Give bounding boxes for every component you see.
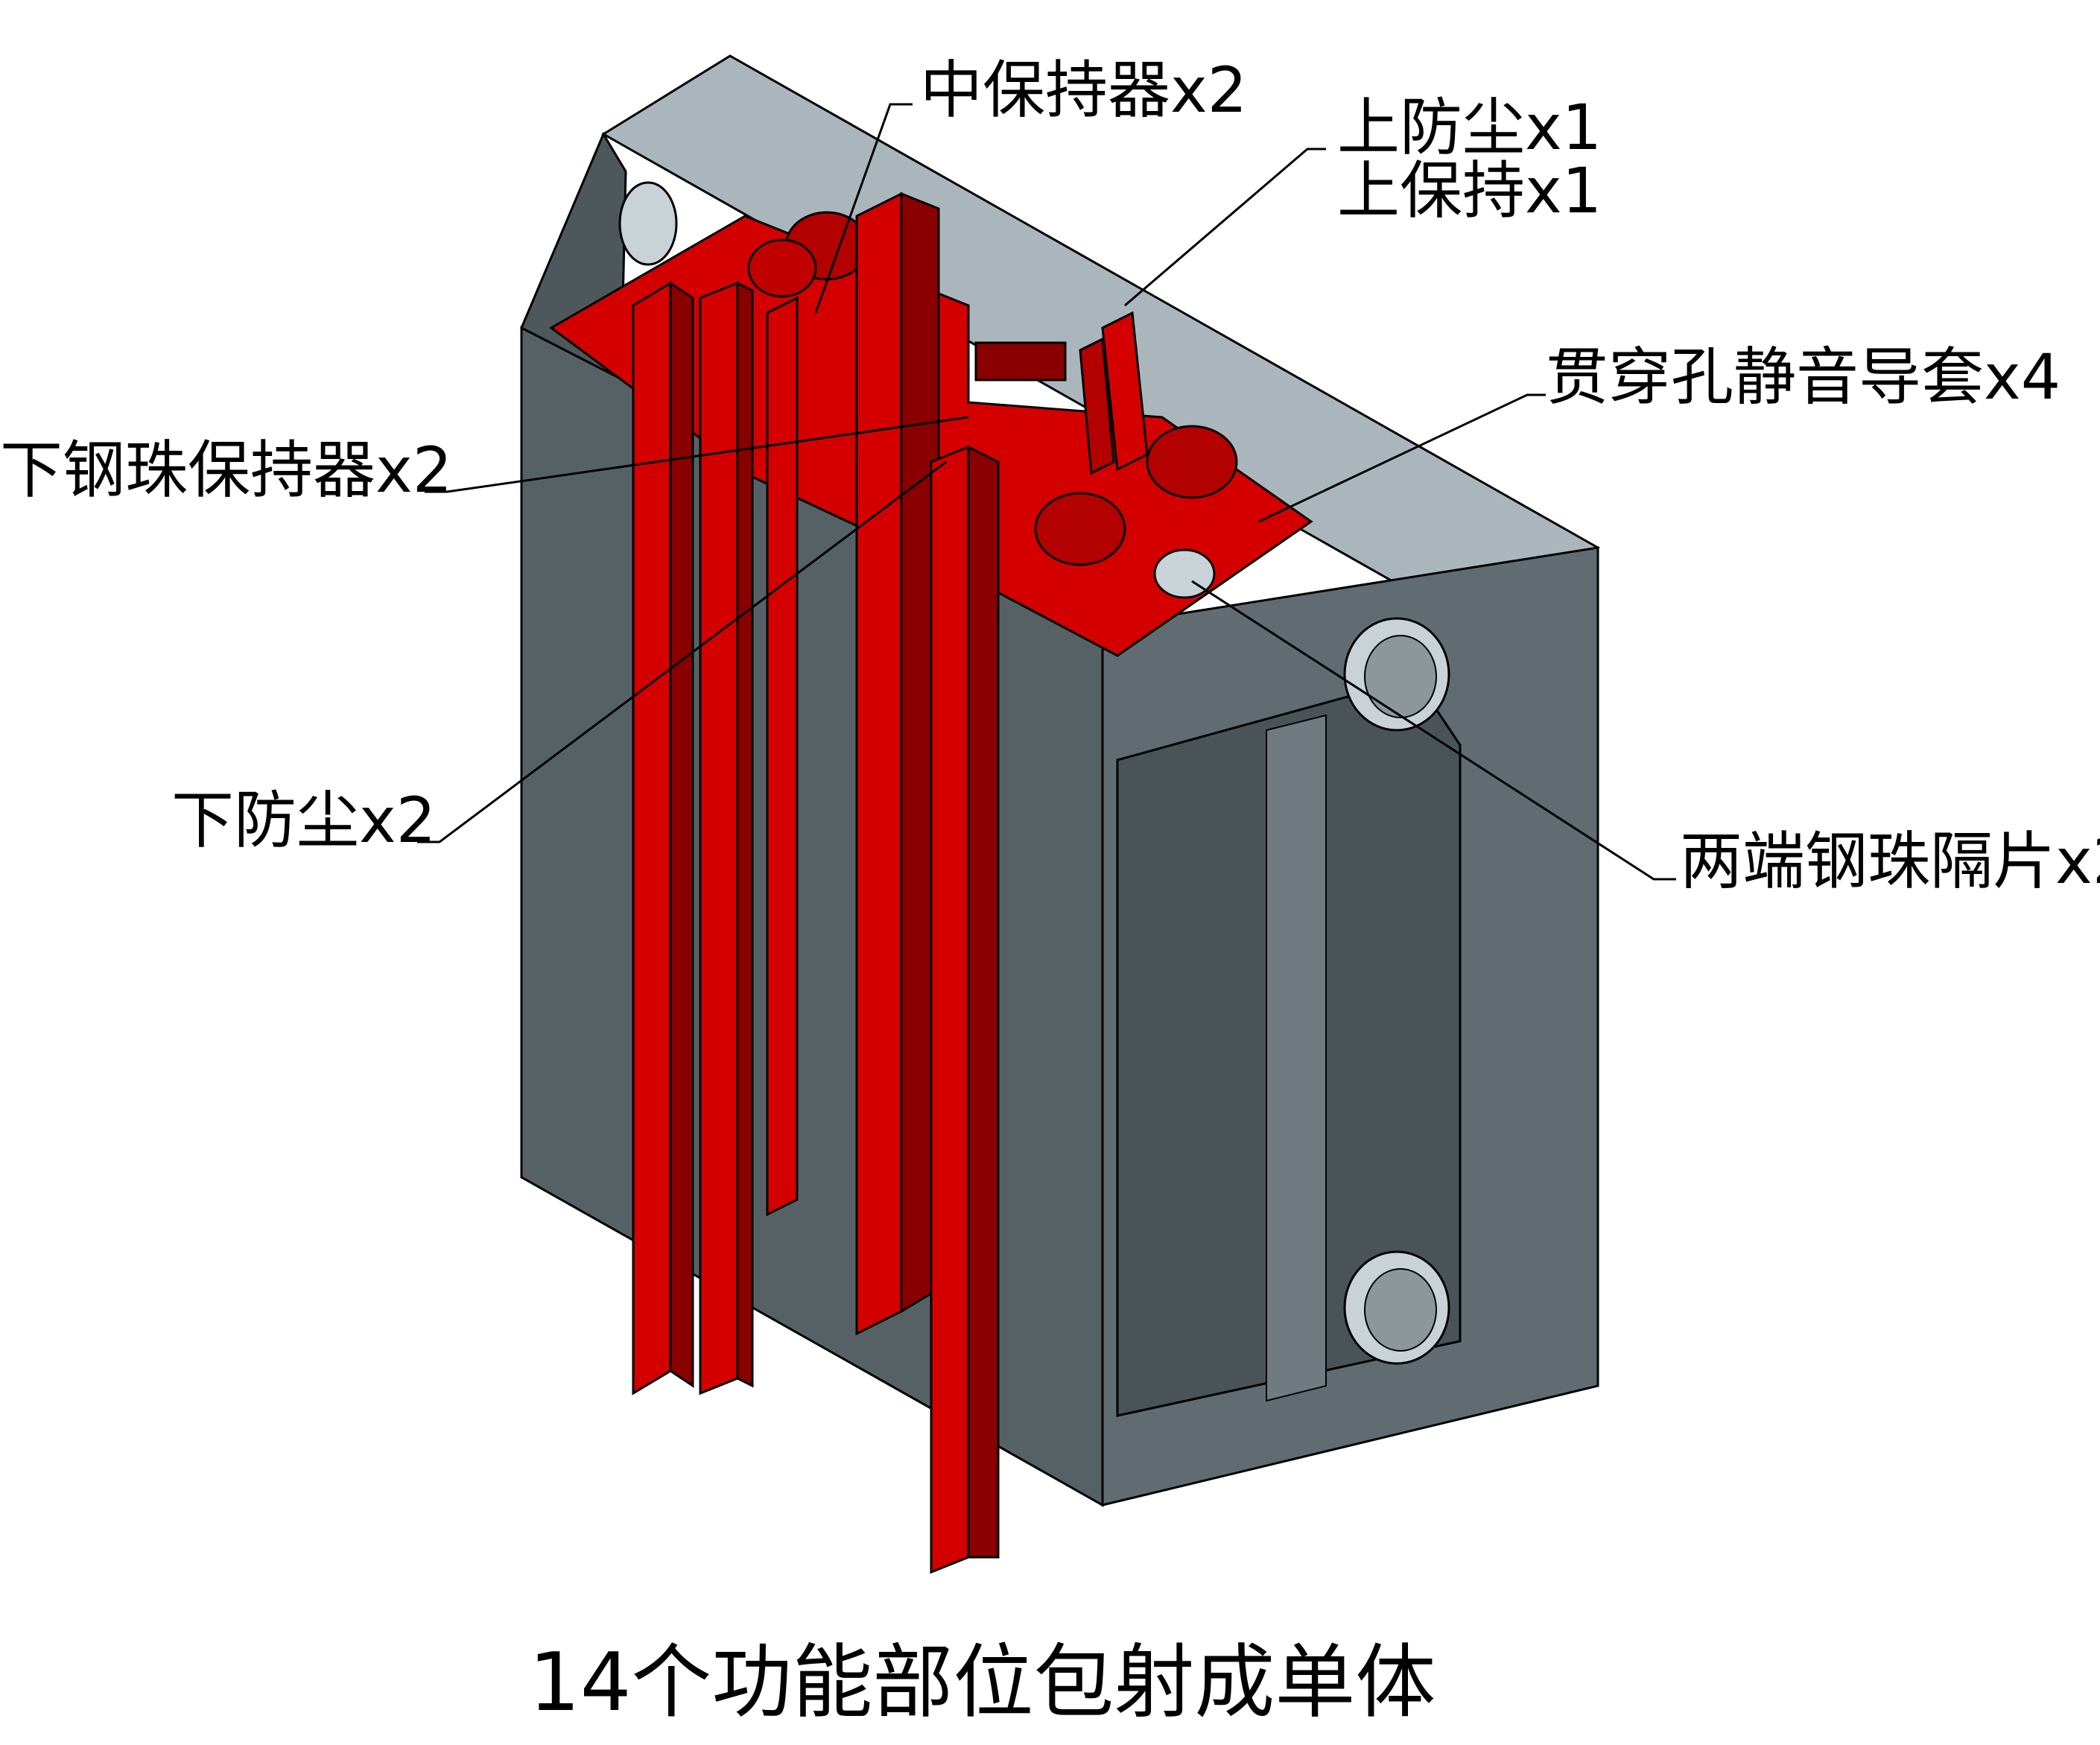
- leader-lower-ball-holder: [425, 416, 969, 493]
- front-hole-top-inner: [1364, 635, 1437, 718]
- label-end-ball-spacer: 两端钢珠隔片x2: [1680, 825, 2100, 898]
- leader-end-ball-spacer: [1191, 580, 1676, 881]
- diagram-caption: 14个功能部位包射成单体: [529, 1636, 1436, 1729]
- cap-slot: [974, 341, 1067, 381]
- retainer-strip-3: [766, 296, 799, 1217]
- top-dust-seal: [1101, 311, 1149, 472]
- retainer-strip-5: [930, 445, 970, 1574]
- leader-top-dust: [1124, 148, 1326, 307]
- label-top-holder: 上保持x1: [1337, 154, 1602, 227]
- molded-parts: [549, 191, 1313, 1574]
- retainer-strip-2-side: [736, 281, 754, 1388]
- leader-lower-dust: [417, 460, 947, 843]
- block-front-recess-light: [1266, 714, 1327, 1402]
- retainer-strip-5-side: [967, 445, 1000, 1559]
- guide-sleeve-2: [747, 238, 817, 298]
- back-hole: [618, 181, 678, 266]
- retainer-strip-4: [855, 191, 903, 1336]
- retainer-strip-1-side: [669, 281, 694, 1388]
- top-holder-tab: [1079, 337, 1115, 475]
- retainer-strip-2: [699, 281, 739, 1396]
- label-top-dust: 上防尘x1: [1337, 91, 1602, 164]
- leader-through-hole-sleeve: [1258, 393, 1546, 523]
- leader-lines: [417, 103, 1676, 881]
- label-mid-holder: 中保持器x2: [920, 54, 1247, 127]
- leader-mid-holder: [814, 103, 913, 314]
- label-lower-ball-holder: 下钢珠保持器x2: [0, 434, 452, 507]
- guide-sleeve-4: [1034, 492, 1126, 566]
- label-through-hole-sleeve: 贯穿孔静音导套x4: [1546, 341, 2061, 414]
- front-hole-bottom-inner: [1364, 1268, 1437, 1352]
- retainer-strip-1: [632, 281, 672, 1396]
- callout-labels: 中保持器x2 上防尘x1 上保持x1 贯穿孔静音导套x4 下钢珠保持器x2 下防…: [0, 54, 2100, 898]
- label-lower-dust: 下防尘x2: [171, 784, 436, 857]
- guide-sleeve-3: [1146, 425, 1238, 499]
- front-holes: [1343, 617, 1450, 1365]
